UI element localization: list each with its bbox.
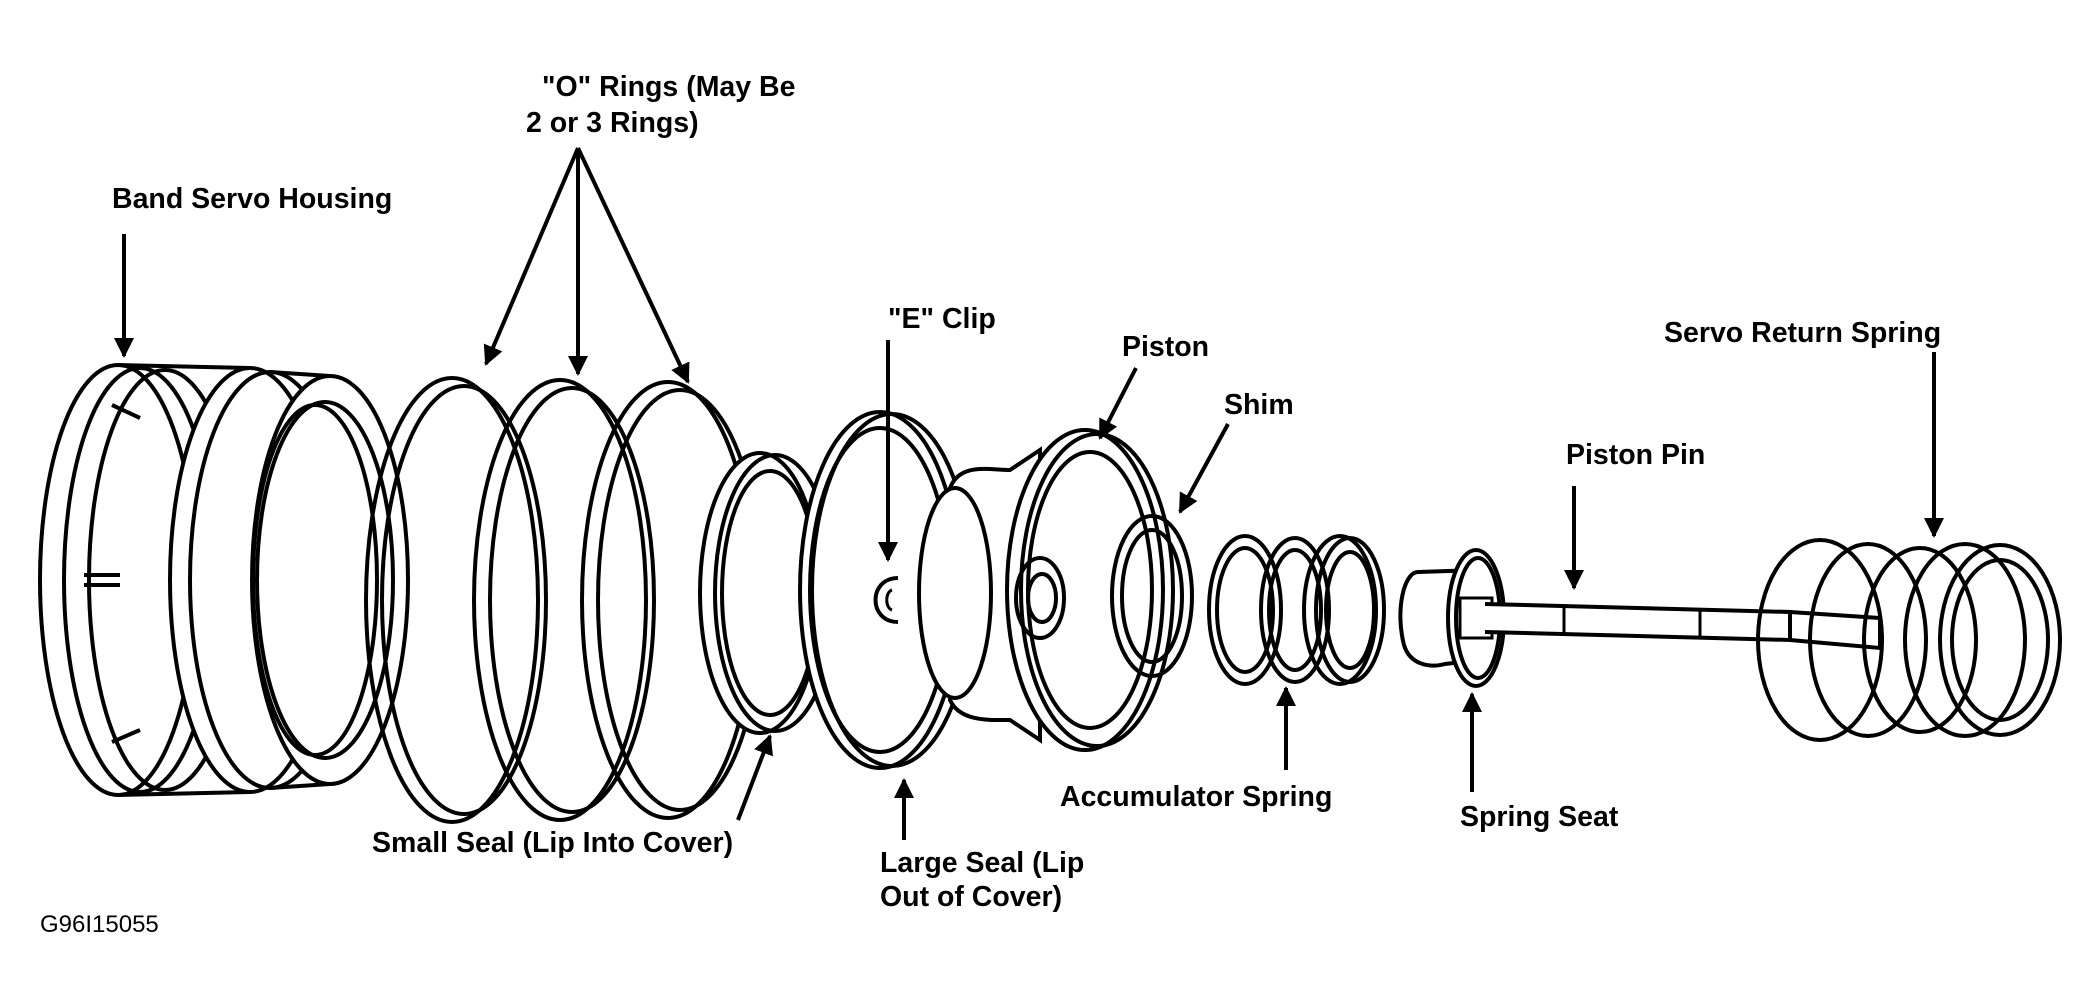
label-o-rings-line2: 2 or 3 Rings) xyxy=(526,107,699,139)
label-e-clip: "E" Clip xyxy=(888,303,996,335)
shim xyxy=(1110,514,1194,678)
label-servo-return-spring: Servo Return Spring xyxy=(1664,317,1941,349)
accumulator-spring xyxy=(1207,534,1386,686)
label-large-seal-line2: Out of Cover) xyxy=(880,881,1062,913)
piston-pin xyxy=(1484,602,1882,651)
labels: Band Servo Housing "O" Rings (May Be 2 o… xyxy=(40,71,1941,938)
label-piston-pin: Piston Pin xyxy=(1566,439,1705,471)
label-o-rings-line1: "O" Rings (May Be xyxy=(542,71,795,103)
label-piston: Piston xyxy=(1122,331,1209,363)
leader-o-ring-1 xyxy=(483,147,580,366)
piston xyxy=(917,428,1175,752)
label-small-seal: Small Seal (Lip Into Cover) xyxy=(372,827,733,859)
leader-piston xyxy=(1098,367,1138,440)
label-shim: Shim xyxy=(1224,389,1294,421)
leader-small-seal xyxy=(736,734,773,821)
band-servo-housing xyxy=(38,363,410,797)
leader-o-ring-3 xyxy=(576,147,690,384)
label-band-servo-housing: Band Servo Housing xyxy=(112,183,392,215)
label-spring-seat: Spring Seat xyxy=(1460,801,1619,833)
leader-lines xyxy=(114,147,1944,840)
e-clip xyxy=(873,576,899,624)
spring-seat xyxy=(1398,548,1506,688)
figure-code: G96I15055 xyxy=(40,911,159,938)
label-accumulator-spring: Accumulator Spring xyxy=(1060,781,1332,813)
servo-return-spring xyxy=(1756,538,2062,742)
label-large-seal-line1: Large Seal (Lip xyxy=(880,847,1084,879)
leader-shim xyxy=(1178,423,1230,514)
